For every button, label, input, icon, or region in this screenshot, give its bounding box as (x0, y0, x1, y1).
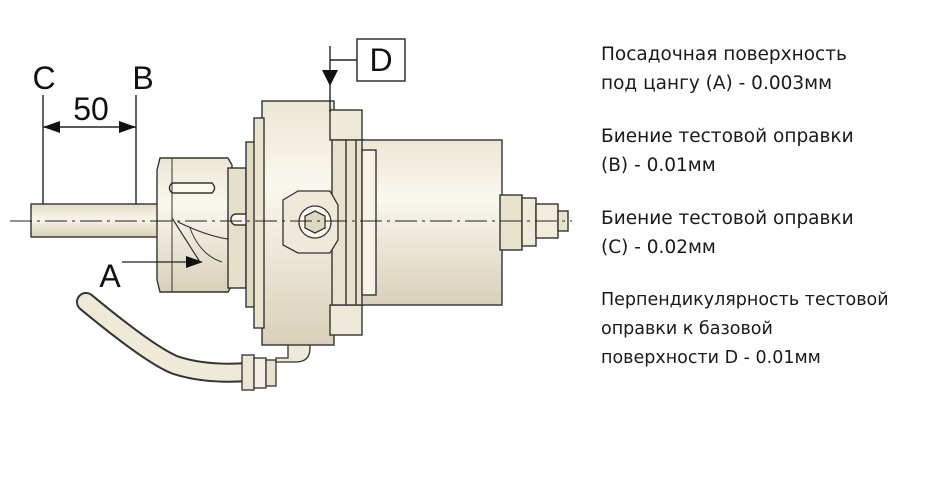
note-line: Биение тестовой оправки (601, 208, 854, 229)
collet-nut (156, 157, 266, 293)
note-perpendicularity: Перпендикулярность тестовой оправки к ба… (601, 286, 931, 373)
note-line: Перпендикулярность тестовой (601, 290, 889, 310)
label-c: C (32, 60, 55, 96)
clamp-screw (282, 190, 339, 254)
note-runout-c: Биение тестовой оправки (C) - 0.02мм (601, 204, 931, 262)
note-line: оправки к базовой (601, 319, 773, 339)
dimension-50 (42, 95, 137, 204)
note-line: Посадочная поверхность (601, 44, 847, 65)
note-line: (C) - 0.02мм (601, 237, 716, 258)
coolant-hose (76, 292, 258, 383)
note-line: Биение тестовой оправки (601, 126, 854, 147)
label-b: B (132, 60, 153, 96)
note-line: поверхности D - 0.01мм (601, 348, 821, 368)
note-line: под цангу (A) - 0.003мм (601, 73, 833, 94)
datum-d-label: D (369, 42, 392, 78)
note-line: (B) - 0.01мм (601, 155, 716, 176)
label-a: A (99, 258, 121, 294)
tolerance-notes: Посадочная поверхность под цангу (A) - 0… (601, 40, 931, 397)
note-runout-b: Биение тестовой оправки (B) - 0.01мм (601, 122, 931, 180)
dimension-value: 50 (73, 91, 109, 127)
note-collet-seat: Посадочная поверхность под цангу (A) - 0… (601, 40, 931, 98)
datum-d: D (322, 38, 406, 112)
label-a-leader (122, 256, 203, 268)
